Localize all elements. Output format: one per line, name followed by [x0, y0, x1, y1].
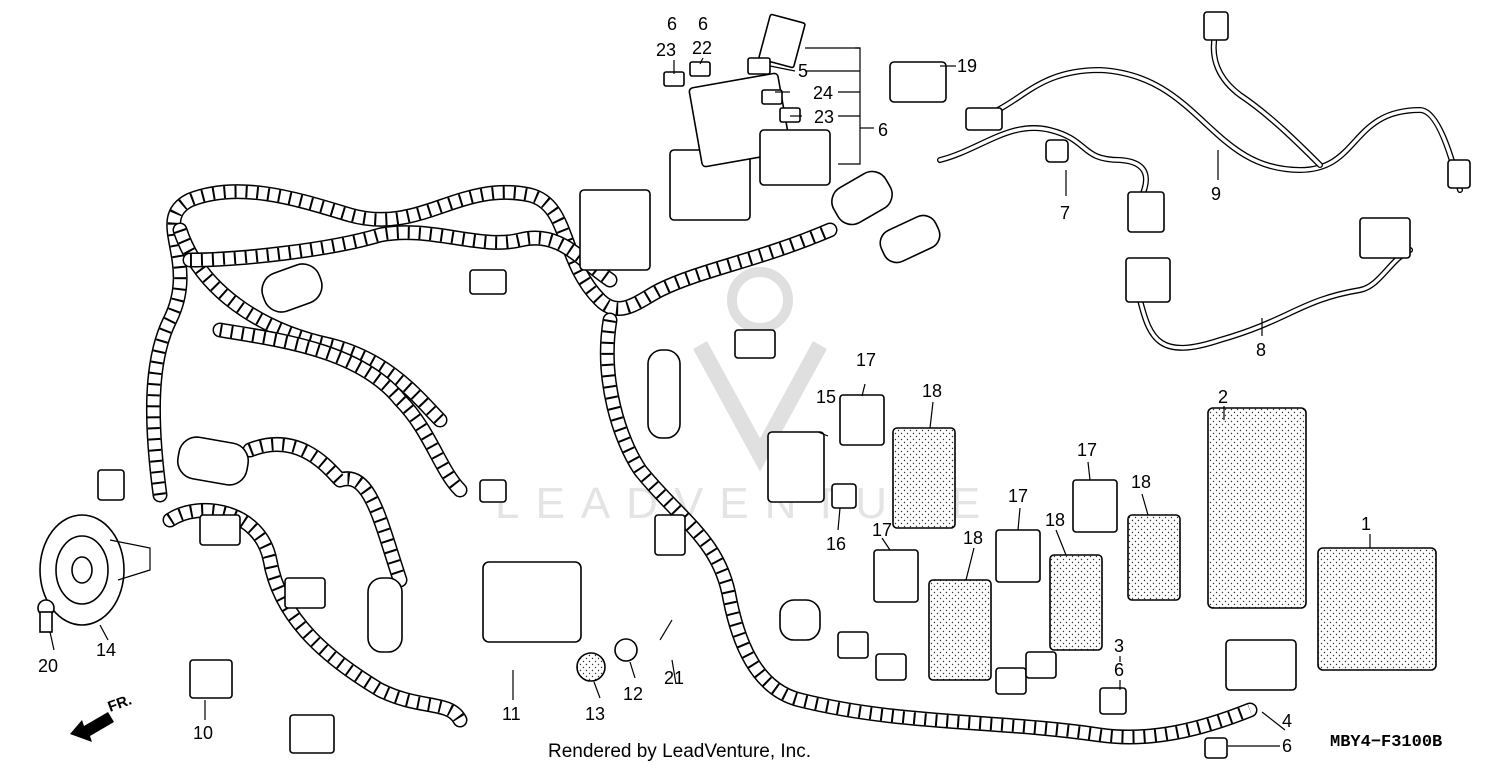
callout-22: 22: [692, 38, 712, 58]
callout-18a: 18: [922, 381, 942, 401]
callout-24: 24: [813, 83, 833, 103]
callout-19: 19: [957, 56, 977, 76]
callout-18b: 18: [963, 528, 983, 548]
callout-10: 10: [193, 723, 213, 743]
callout-17c: 17: [1008, 486, 1028, 506]
callout-21: 21: [664, 668, 684, 688]
credit-text: Rendered by LeadVenture, Inc.: [548, 741, 811, 762]
harness-boots: [176, 170, 941, 653]
callout-18d: 18: [1131, 472, 1151, 492]
fuse-parts: [663, 13, 806, 123]
front-arrow-label: FR.: [106, 692, 135, 716]
callout-16: 16: [826, 534, 846, 554]
horn-assembly: [37, 514, 151, 633]
callout-17a: 17: [856, 350, 876, 370]
relays-and-units: [482, 394, 1437, 682]
leader-lines: [49, 47, 1371, 747]
callout-1: 1: [1361, 514, 1371, 534]
callout-9: 9: [1211, 184, 1221, 204]
callout-6e: 6: [1282, 736, 1292, 756]
callout-20: 20: [38, 656, 58, 676]
callout-6b: 6: [698, 14, 708, 34]
front-arrow: FR.: [70, 692, 134, 742]
callout-6d: 6: [1114, 660, 1124, 680]
main-wire-harness: [145, 184, 1258, 745]
diagram-code: MBY4−F3100B: [1330, 733, 1442, 752]
callout-18c: 18: [1045, 510, 1065, 530]
callout-17b: 17: [872, 520, 892, 540]
callout-2: 2: [1218, 387, 1228, 407]
watermark-logo: [692, 267, 828, 472]
callout-15: 15: [816, 387, 836, 407]
callout-4: 4: [1282, 711, 1292, 731]
callout-13: 13: [585, 704, 605, 724]
callout-23a: 23: [656, 40, 676, 60]
callout-11: 11: [502, 704, 521, 724]
callout-6a: 6: [667, 14, 677, 34]
callout-numbers: 1 2 3 4 5 6 6 6 6 6 7 8 9 10 11 12 13 14…: [38, 14, 1371, 756]
sub-harness-7-8-9: [889, 11, 1471, 351]
callout-3: 3: [1114, 636, 1124, 656]
callout-12: 12: [623, 684, 643, 704]
callout-5: 5: [798, 61, 808, 81]
callout-6c: 6: [878, 120, 888, 140]
callout-7: 7: [1060, 203, 1070, 223]
callout-17d: 17: [1077, 440, 1097, 460]
callout-23b: 23: [814, 107, 834, 127]
callout-14: 14: [96, 640, 116, 660]
callout-8: 8: [1256, 340, 1266, 360]
central-connectors: [97, 72, 1297, 759]
